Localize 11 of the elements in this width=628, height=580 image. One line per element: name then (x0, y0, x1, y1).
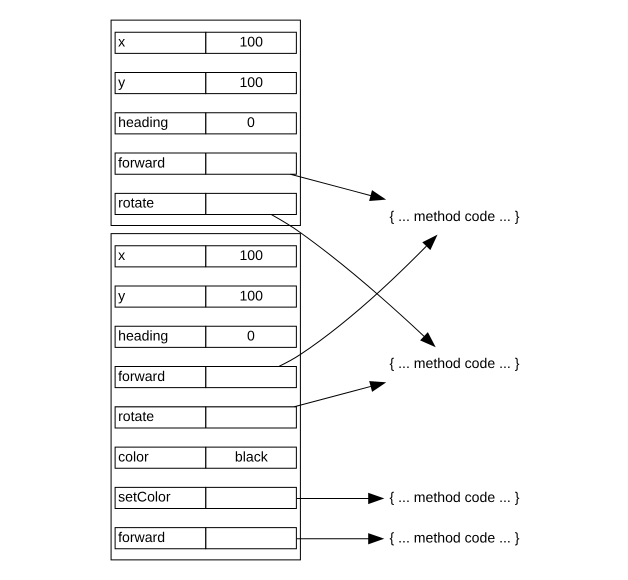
cluster (110, 233, 300, 560)
arrow (278, 234, 438, 367)
node-text: { ... method code ... } (389, 489, 519, 506)
arrow (296, 492, 384, 504)
arrow (294, 381, 386, 408)
cluster (110, 20, 300, 226)
node-text: { ... method code ... } (389, 355, 519, 372)
arrow (290, 174, 386, 201)
node-text: { ... method code ... } (389, 208, 519, 224)
arrow (296, 533, 384, 544)
node-text: { ... method code ... } (389, 529, 519, 546)
